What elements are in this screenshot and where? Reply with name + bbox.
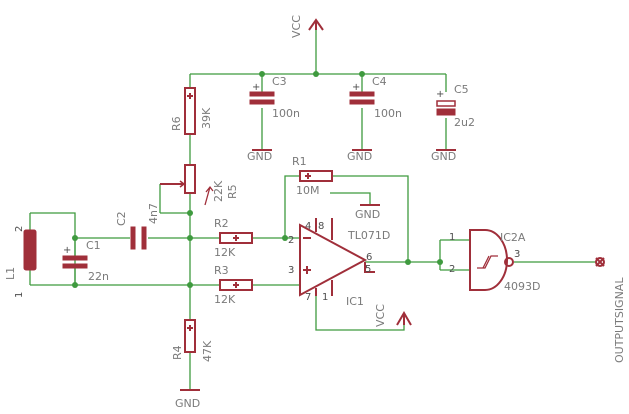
svg-text:+: + [352,82,360,93]
opamp-pin-2: 2 [288,235,294,246]
vcc-top-symbol: VCC [290,15,324,38]
junction-dots [72,71,443,288]
gnd-c5-label: GND [431,150,456,163]
ic1-part: TL071D [347,229,390,242]
nand-gate-ic2a: 1 2 3 IC2A 4093D [449,229,540,293]
svg-text:+: + [436,89,444,100]
l1-pin-1: 1 [14,292,25,298]
r2-name: R2 [214,217,229,230]
output-connector: OUTPUTSIGNAL [595,257,626,363]
vcc-opamp-label: VCC [374,304,387,327]
gnd-pin8-symbol: GND [355,204,380,221]
c5-name: C5 [454,83,469,96]
vcc-opamp-symbol: VCC [374,304,412,327]
opamp-pin-6: 6 [366,252,372,263]
svg-text:+: + [252,82,260,93]
c5-value: 2u2 [454,116,475,129]
c3-value: 100n [272,107,300,120]
svg-text:+: + [63,245,71,256]
resistor-r2: R2 12K [214,217,253,259]
gate-pin-3: 3 [514,249,520,260]
r3-name: R3 [214,264,229,277]
l1-name: L1 [4,267,17,280]
resistor-r3: R3 12K [214,264,253,306]
r5-value: 22K [212,180,225,202]
capacitor-c4: + C4 100n GND [347,75,402,163]
gate-pin-1: 1 [449,232,455,243]
r4-name: R4 [171,345,184,360]
c1-name: C1 [86,239,101,252]
potentiometer-r5: R5 22K [160,164,239,206]
gnd-c4-label: GND [347,150,372,163]
c1-value: 22n [88,270,109,283]
r4-value: 47K [201,340,214,362]
r2-value: 12K [214,246,236,259]
r3-value: 12K [214,293,236,306]
opamp-ic1: 2 3 6 4 8 5 7 1 TL071D IC1 [288,218,390,308]
opamp-pin-7: 7 [305,292,311,303]
l1-pin-2: 2 [14,226,25,232]
capacitor-c3: + C3 100n GND [247,75,300,163]
gate-pin-2: 2 [449,264,455,275]
gnd-pin8-label: GND [355,208,380,221]
r5-name: R5 [226,184,239,199]
opamp-pin-5: 5 [365,264,371,275]
output-label: OUTPUTSIGNAL [613,277,626,363]
opamp-pin-8: 8 [318,221,324,232]
opamp-pin-1: 1 [322,292,328,303]
resistor-r1: R1 10M [292,155,333,197]
opamp-pin-4: 4 [305,221,311,232]
c2-value: 4n7 [147,203,160,224]
ic1-name: IC1 [346,295,364,308]
c3-name: C3 [272,75,287,88]
capacitor-c1: + C1 22n [62,238,109,285]
inductor-l1: 2 1 L1 [4,226,37,298]
capacitor-c5: + C5 2u2 GND [431,83,475,163]
gnd-c3-label: GND [247,150,272,163]
c4-value: 100n [374,107,402,120]
r6-name: R6 [170,116,183,131]
capacitor-c2: C2 4n7 [115,203,160,250]
c4-name: C4 [372,75,387,88]
opamp-pin-3: 3 [288,265,294,276]
gnd-bottom-label: GND [175,397,200,410]
r1-value: 10M [296,184,320,197]
r1-name: R1 [292,155,307,168]
wires [29,25,596,390]
ic2-name: IC2A [500,231,526,244]
resistor-r6: R6 39K [170,87,213,135]
resistor-r4: R4 47K GND [171,319,214,410]
vcc-top-label: VCC [290,15,303,38]
r6-value: 39K [200,107,213,129]
c2-name: C2 [115,211,128,226]
ic2-part: 4093D [504,280,540,293]
